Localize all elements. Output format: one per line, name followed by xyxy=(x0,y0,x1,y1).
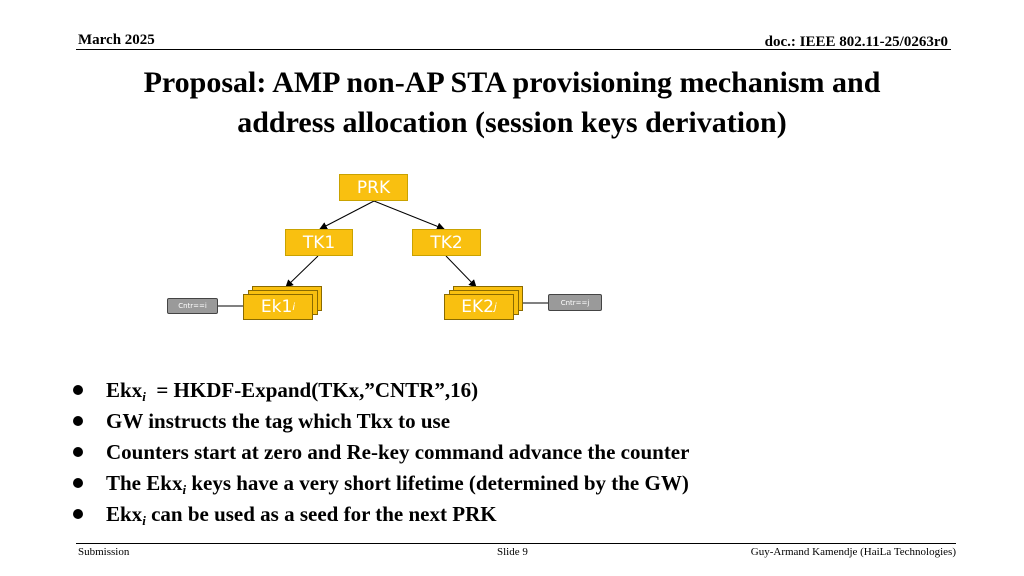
counter-label-left: Cntr==i xyxy=(167,298,218,314)
bullet-2-text: GW instructs the tag which Tkx to use xyxy=(106,409,451,433)
arrow-prk-to-tk1 xyxy=(319,200,375,230)
footer-author: Guy-Armand Kamendje (HaiLa Technologies) xyxy=(750,546,956,558)
node-tk2: TK2 xyxy=(412,229,481,256)
counter-label-right: Cntr==j xyxy=(548,294,602,311)
footer-slide-number: Slide 9 xyxy=(497,546,528,558)
bullet-dot-icon xyxy=(73,447,83,457)
node-tk1: TK1 xyxy=(285,229,353,256)
bullet-list: Ekxi = HKDF-Expand(TKx,”CNTR”,16) GW ins… xyxy=(70,376,689,531)
bullet-5-text: Ekx xyxy=(106,502,143,526)
bullet-5-subscript: i xyxy=(142,513,146,528)
slide-title-line-1: Proposal: AMP non-AP STA provisioning me… xyxy=(143,66,881,99)
bullet-dot-icon xyxy=(73,385,83,395)
slide-title-line-2: address allocation (session keys derivat… xyxy=(237,106,787,139)
bullet-1-text: Ekx xyxy=(106,378,143,402)
bullet-4-subscript: i xyxy=(182,482,187,497)
bullet-1-text-rest: = HKDF-Expand(TKx,”CNTR”,16) xyxy=(145,378,479,402)
bullet-dot-icon xyxy=(73,416,83,426)
node-ek2-label: EK2 xyxy=(461,297,494,317)
arrow-prk-to-tk2 xyxy=(373,200,445,231)
bullet-item-4: The Ekxi keys have a very short lifetime… xyxy=(70,469,689,500)
node-ek1-subscript: i xyxy=(292,301,296,313)
arrow-tk2-to-ek2 xyxy=(445,255,477,288)
node-ek2-subscript: j xyxy=(493,301,497,313)
header-divider xyxy=(76,49,951,50)
header-doc-id: doc.: IEEE 802.11-25/0263r0 xyxy=(764,34,948,50)
bullet-1-subscript: i xyxy=(142,389,146,404)
header-date: March 2025 xyxy=(78,32,155,48)
bullet-4-text-rest: keys have a very short lifetime (determi… xyxy=(186,471,689,495)
bullet-item-3: Counters start at zero and Re-key comman… xyxy=(70,438,689,469)
bullet-item-5: Ekxi can be used as a seed for the next … xyxy=(70,500,689,531)
slide-title: Proposal: AMP non-AP STA provisioning me… xyxy=(60,63,964,143)
bullet-item-1: Ekxi = HKDF-Expand(TKx,”CNTR”,16) xyxy=(70,376,689,407)
node-prk: PRK xyxy=(339,174,408,201)
bullet-dot-icon xyxy=(73,478,83,488)
bullet-3-text: Counters start at zero and Re-key comman… xyxy=(106,440,690,464)
footer-divider xyxy=(76,543,956,544)
node-ek1-label: Ek1 xyxy=(260,297,293,317)
bullet-4-text: The Ekx xyxy=(106,471,183,495)
footer-submission: Submission xyxy=(78,546,130,558)
bullet-dot-icon xyxy=(73,509,83,519)
bullet-5-text-rest: can be used as a seed for the next PRK xyxy=(145,502,497,526)
arrow-tk1-to-ek1 xyxy=(285,255,319,288)
bullet-item-2: GW instructs the tag which Tkx to use xyxy=(70,407,689,438)
